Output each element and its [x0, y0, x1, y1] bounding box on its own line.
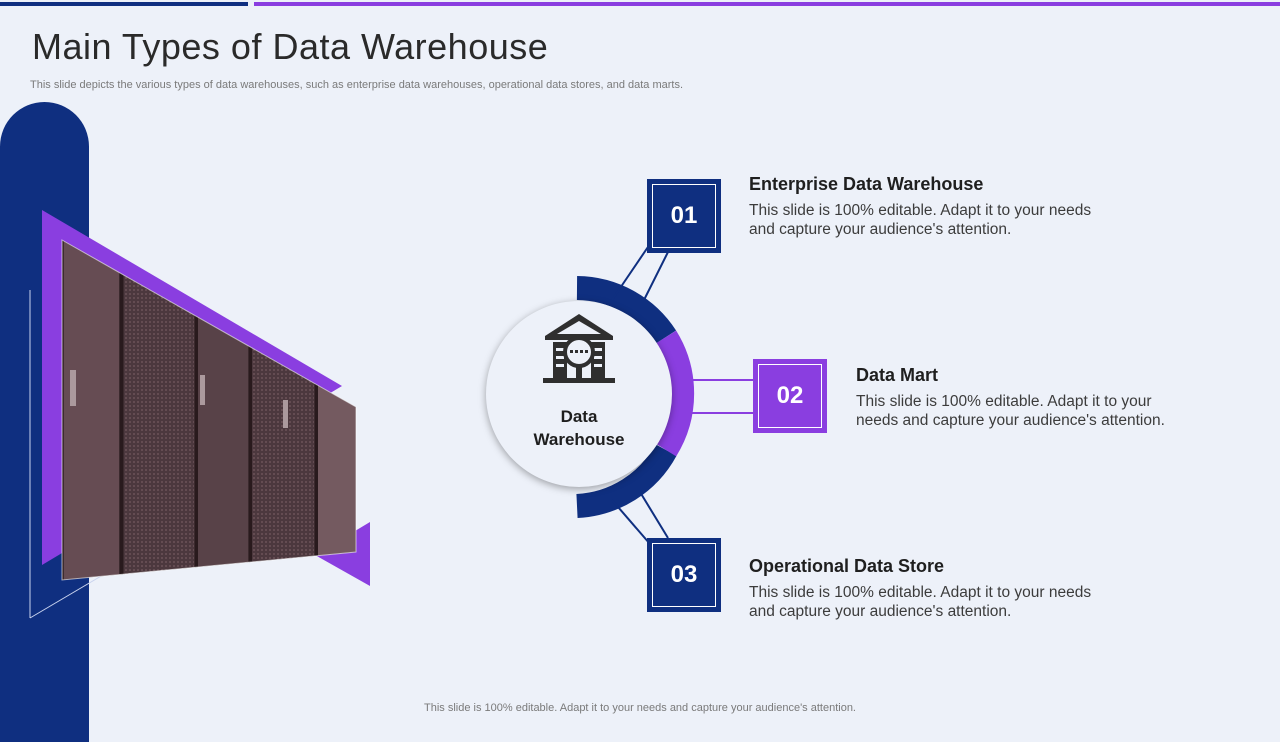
hub-ring-diagram: [576, 243, 754, 545]
connector-line-03b: [639, 491, 669, 539]
data-warehouse-icon: [543, 314, 615, 383]
item-title-enterprise: Enterprise Data Warehouse: [749, 174, 984, 194]
number-badge-text-03: 03: [652, 543, 716, 607]
hub-label-line2: Warehouse: [533, 430, 625, 449]
hub-label-line1: Data: [560, 407, 598, 426]
number-badge-03: 03: [647, 538, 721, 612]
item-title-operational: Operational Data Store: [749, 556, 945, 576]
ring-segment-middle: [655, 330, 695, 457]
item-desc-data-mart-line2: needs and capture your audience's attent…: [856, 412, 1165, 429]
item-desc-enterprise: This slide is 100% editable. Adapt it to…: [749, 201, 1091, 239]
number-badge-01: 01: [647, 179, 721, 253]
item-desc-enterprise-line2: and capture your audience's attention.: [749, 221, 1012, 238]
hub-label: Data Warehouse: [486, 405, 672, 451]
connector-line-03a: [611, 499, 651, 545]
item-desc-operational-line1: This slide is 100% editable. Adapt it to…: [749, 584, 1092, 601]
number-badge-text-02: 02: [758, 364, 822, 428]
connector-line-01a: [611, 243, 651, 301]
slide-subtitle: This slide depicts the various types of …: [30, 79, 684, 91]
ring-segment-bottom: [576, 443, 677, 518]
item-desc-enterprise-line1: This slide is 100% editable. Adapt it to…: [749, 202, 1092, 219]
slide-title: Main Types of Data Warehouse: [32, 26, 549, 67]
item-desc-operational: This slide is 100% editable. Adapt it to…: [749, 583, 1091, 621]
item-title-data-mart: Data Mart: [856, 365, 939, 385]
ring-segment-top: [576, 276, 677, 344]
connector-line-01b: [639, 251, 669, 309]
item-desc-data-mart-line1: This slide is 100% editable. Adapt it to…: [856, 393, 1152, 410]
slide-footer: This slide is 100% editable. Adapt it to…: [424, 702, 856, 714]
hub-circle: Data Warehouse: [486, 301, 672, 487]
server-rack-image: [29, 210, 370, 619]
number-badge-text-01: 01: [652, 184, 716, 248]
item-desc-operational-line2: and capture your audience's attention.: [749, 603, 1012, 620]
top-accent-bar-purple: [254, 2, 1280, 6]
top-accent-bar-navy: [0, 2, 248, 6]
item-desc-data-mart: This slide is 100% editable. Adapt it to…: [856, 392, 1165, 430]
number-badge-02: 02: [753, 359, 827, 433]
